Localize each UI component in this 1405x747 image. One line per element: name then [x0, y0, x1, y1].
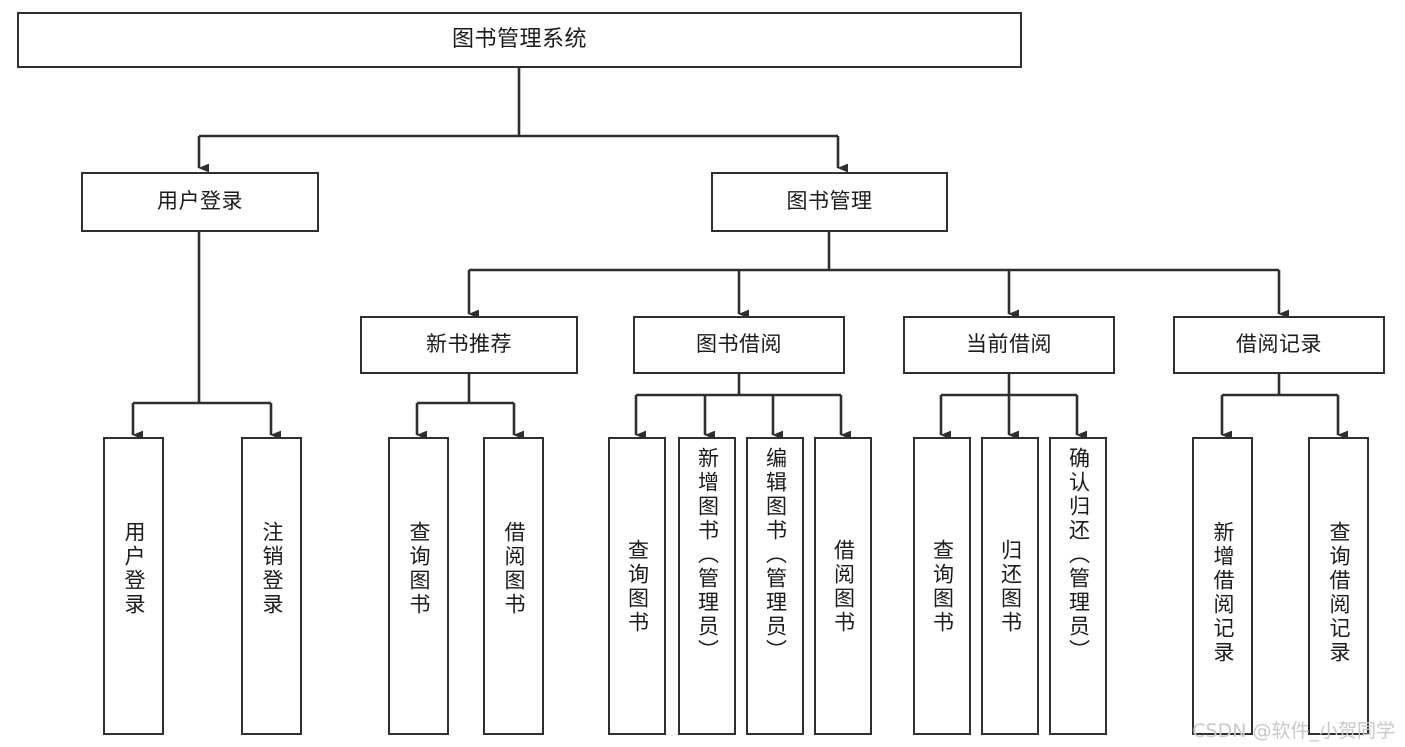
- leaf-borrow-record-query-record[interactable]: 查询借阅记录: [1308, 437, 1369, 735]
- node-label: 查询借阅记录: [1327, 521, 1351, 665]
- leaf-current-borrow-return-book[interactable]: 归还图书: [981, 437, 1039, 735]
- leaf-book-borrow-borrow-book[interactable]: 借阅图书: [814, 437, 872, 735]
- node-label: 借阅图书: [831, 539, 856, 635]
- node-label: 图书管理: [786, 189, 873, 214]
- node-label: 图书借阅: [696, 332, 782, 357]
- leaf-new-book-query-book[interactable]: 查询图书: [388, 437, 449, 735]
- leaf-book-borrow-add-book-admin[interactable]: 新增图书（管理员）: [678, 437, 736, 735]
- node-label: 新书推荐: [426, 332, 512, 357]
- node-book-borrow[interactable]: 图书借阅: [633, 316, 845, 374]
- node-book-management[interactable]: 图书管理: [711, 172, 948, 232]
- node-label: 确认归还（管理员）: [1066, 447, 1091, 663]
- leaf-current-borrow-query-book[interactable]: 查询图书: [913, 437, 971, 735]
- node-root-system[interactable]: 图书管理系统: [17, 12, 1022, 68]
- node-label: 注销登录: [260, 521, 284, 617]
- leaf-current-borrow-confirm-return-admin[interactable]: 确认归还（管理员）: [1049, 437, 1107, 735]
- csdn-watermark: CSDN @软件_小贺同学: [1192, 720, 1395, 742]
- node-user-login[interactable]: 用户登录: [81, 172, 319, 232]
- node-label: 新增图书（管理员）: [695, 447, 720, 663]
- node-label: 查询图书: [625, 539, 650, 635]
- node-label: 当前借阅: [966, 332, 1052, 357]
- leaf-new-book-borrow-book[interactable]: 借阅图书: [483, 437, 544, 735]
- node-new-book-recommend[interactable]: 新书推荐: [360, 316, 578, 374]
- node-label: 新增借阅记录: [1211, 521, 1235, 665]
- node-borrow-record[interactable]: 借阅记录: [1173, 316, 1385, 374]
- leaf-user-login-logout[interactable]: 注销登录: [241, 437, 302, 735]
- node-label: 用户登录: [157, 189, 243, 214]
- node-label: 用户登录: [122, 521, 146, 617]
- node-label: 查询图书: [407, 521, 431, 617]
- leaf-user-login-login[interactable]: 用户登录: [103, 437, 164, 735]
- leaf-book-borrow-edit-book-admin[interactable]: 编辑图书（管理员）: [746, 437, 804, 735]
- leaf-borrow-record-add-record[interactable]: 新增借阅记录: [1192, 437, 1253, 735]
- node-label: 编辑图书（管理员）: [763, 447, 788, 663]
- node-label: 查询图书: [930, 539, 955, 635]
- node-label: 借阅图书: [502, 521, 526, 617]
- leaf-book-borrow-query-book[interactable]: 查询图书: [608, 437, 666, 735]
- node-label: 借阅记录: [1236, 332, 1322, 357]
- node-current-borrow[interactable]: 当前借阅: [903, 316, 1115, 374]
- node-label: 图书管理系统: [451, 26, 587, 52]
- node-label: 归还图书: [998, 539, 1023, 635]
